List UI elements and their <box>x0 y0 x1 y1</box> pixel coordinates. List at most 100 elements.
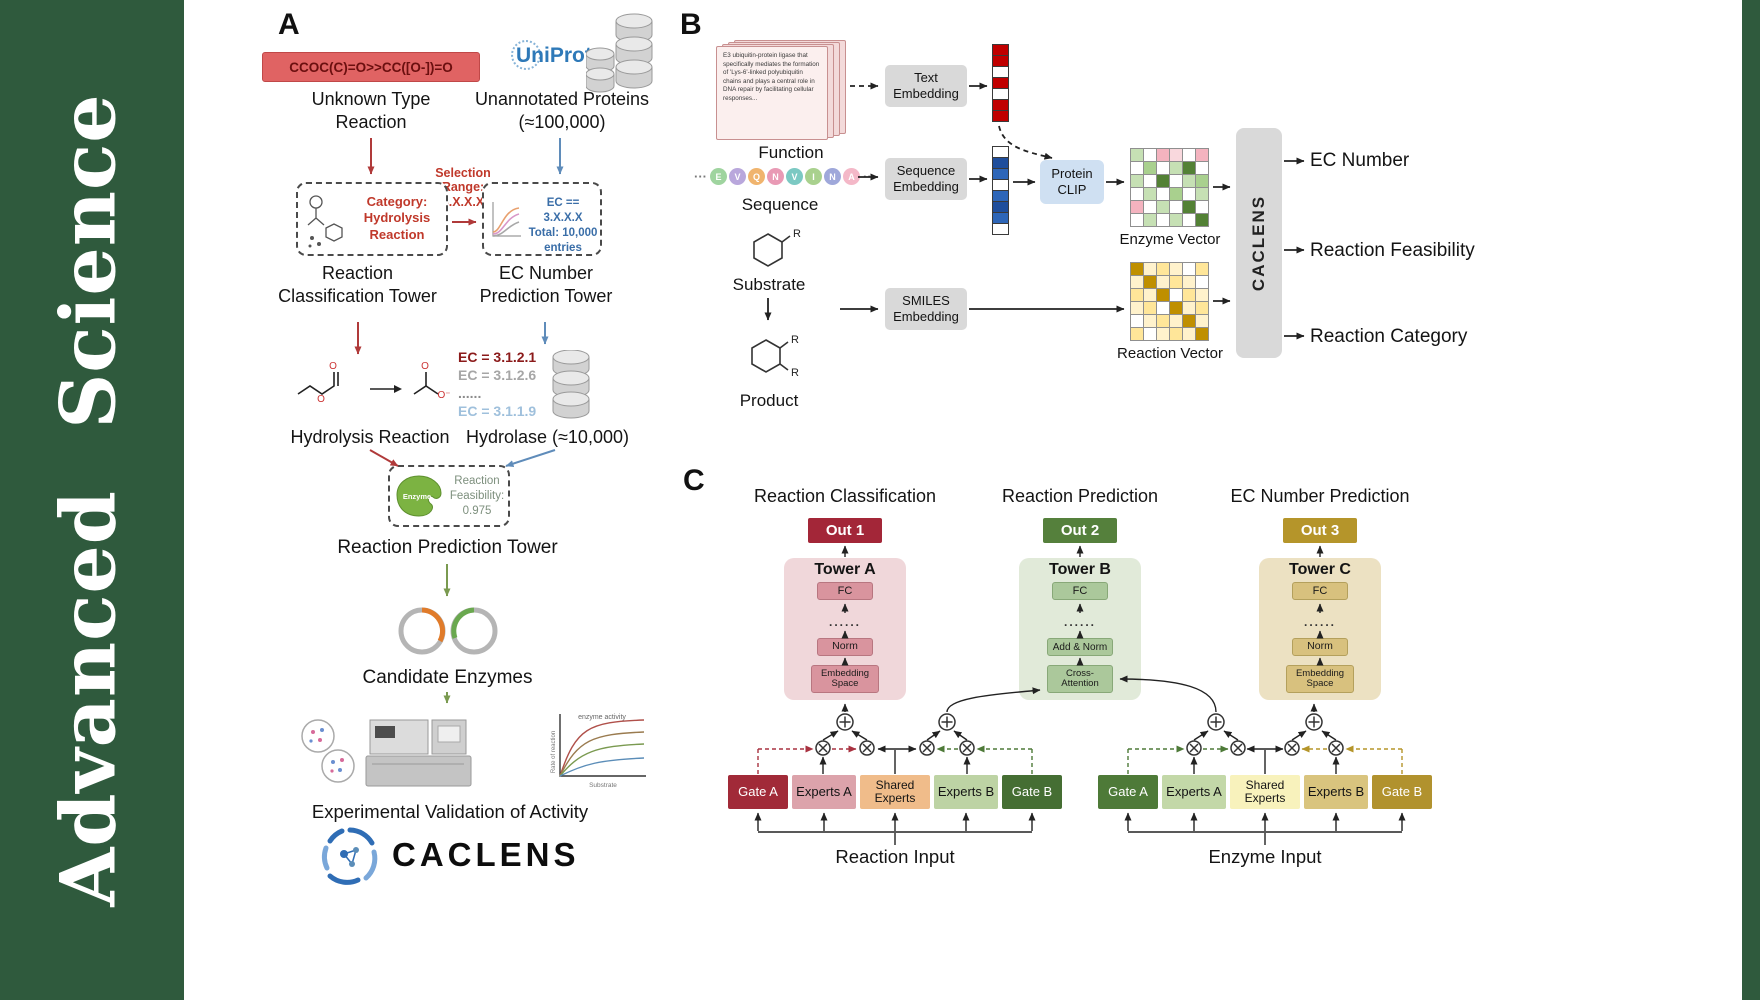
unknown-reaction-label: Unknown Type Reaction <box>311 89 431 132</box>
uniprot-logo: UniProt <box>516 44 592 67</box>
gate-a-left-box: Gate A <box>728 775 788 809</box>
ec-list-item: EC = 3.1.2.6 <box>458 367 537 383</box>
reaction-vector-label: Reaction Vector <box>1117 345 1223 362</box>
enzyme-icon-label: Enzyme <box>403 492 431 501</box>
database-stack-icon <box>586 13 653 93</box>
hydrolase-label: Hydrolase (≈10,000) <box>466 427 629 447</box>
ec-list-item: ...... <box>458 385 482 401</box>
gate-b-left-box: Gate B <box>1002 775 1062 809</box>
svg-text:O: O <box>317 394 325 405</box>
text-embedding-box: Text Embedding <box>885 65 967 107</box>
out3-box: Out 3 <box>1283 518 1357 543</box>
tower-b-dots: ...... <box>1063 615 1096 629</box>
product-r-label: R <box>791 367 799 379</box>
experts-a-right-box: Experts A <box>1162 775 1226 809</box>
experts-b-left-box: Experts B <box>934 775 998 809</box>
column-title-reaction-prediction: Reaction Prediction <box>1001 486 1159 506</box>
shared-experts-left-box: Shared Experts <box>860 775 930 809</box>
function-card-text: E3 ubiquitin-protein ligase that specifi… <box>716 46 828 140</box>
ellipsis-left: ··· <box>694 169 707 184</box>
tower-b-cross-attention-box: Cross-Attention <box>1047 665 1113 693</box>
feasibility-label: Reaction Feasibility: 0.975 <box>449 475 505 517</box>
enzyme-vector-label: Enzyme Vector <box>1119 231 1221 248</box>
output-ec-number: EC Number <box>1310 150 1410 171</box>
enzyme-input-label: Enzyme Input <box>1208 846 1322 867</box>
product-r-label: R <box>791 334 799 346</box>
caclens-logo-icon <box>321 827 378 885</box>
uniprot-ring-icon <box>511 40 541 70</box>
tower-a-dots: ...... <box>828 615 861 629</box>
reaction-input-label: Reaction Input <box>835 846 955 867</box>
journal-sidebar: Advanced Science <box>0 0 184 1000</box>
plasmid-icons <box>398 607 498 655</box>
tower-c-label: Tower C <box>1289 561 1351 578</box>
tower-a-embedding-space-box: Embedding Space <box>811 665 879 693</box>
out1-box: Out 1 <box>808 518 882 543</box>
right-green-strip <box>1742 0 1760 1000</box>
product-label: Product <box>739 391 799 410</box>
validation-illustration: enzyme activity Substrate Rate of reacti… <box>301 714 646 789</box>
sequence-label: Sequence <box>741 195 819 214</box>
panel-c-label: C <box>683 464 705 497</box>
protein-clip-box: Protein CLIP <box>1040 160 1104 204</box>
tower-c-embedding-space-box: Embedding Space <box>1286 665 1354 693</box>
substrate-r-label: R <box>793 228 801 240</box>
svg-text:O⁻: O⁻ <box>437 390 450 401</box>
ec-list-item: EC = 3.1.1.9 <box>458 403 537 419</box>
hydrolysis-reaction-structures: O O O O⁻ <box>297 361 451 405</box>
shared-experts-right-box: Shared Experts <box>1230 775 1300 809</box>
panel-b-label: B <box>680 8 702 41</box>
experimental-validation-label: Experimental Validation of Activity <box>311 801 589 822</box>
ec-list-item: EC = 3.1.2.1 <box>458 349 537 365</box>
reaction-vector-grid <box>1130 262 1209 341</box>
enzyme-vector-grid <box>1130 148 1209 227</box>
ec-tower-label: EC Number Prediction Tower <box>479 263 613 306</box>
svg-text:O: O <box>329 361 337 372</box>
text-vector <box>992 44 1009 122</box>
feasibility-box: Enzyme Reaction Feasibility: 0.975 <box>388 465 510 527</box>
caclens-wordmark: CACLENS <box>392 836 580 873</box>
experts-a-left-box: Experts A <box>792 775 856 809</box>
category-label: Category: Hydrolysis Reaction <box>363 194 431 242</box>
enzyme-icon: Enzyme <box>396 475 442 517</box>
out2-box: Out 2 <box>1043 518 1117 543</box>
svg-text:O: O <box>421 361 429 372</box>
hydrolysis-reaction-label: Hydrolysis Reaction <box>290 427 450 447</box>
smiles-box: CCOC(C)=O>>CC([O-])=O <box>262 52 480 82</box>
ellipsis-right: ··· <box>863 169 876 184</box>
curves-icon <box>492 202 521 237</box>
experts-b-right-box: Experts B <box>1304 775 1368 809</box>
candidate-enzymes-label: Candidate Enzymes <box>362 667 533 688</box>
tower-c-fc-box: FC <box>1292 582 1348 600</box>
gate-a-right-box: Gate A <box>1098 775 1158 809</box>
column-title-ec-number-prediction: EC Number Prediction <box>1230 486 1410 506</box>
function-cards: E3 ubiquitin-protein ligase that specifi… <box>716 40 868 142</box>
panel-a-label: A <box>278 8 300 41</box>
tower-b-fc-box: FC <box>1052 582 1108 600</box>
ec-filter-box: EC == 3.X.X.X Total: 10,000 entries <box>482 182 602 256</box>
reaction-classification-box: Category: Hydrolysis Reaction <box>296 182 448 256</box>
tower-b-add-norm-box: Add & Norm <box>1047 638 1113 656</box>
caclens-model-box: CACLENS <box>1236 128 1282 358</box>
ec-filter-label: EC == 3.X.X.X Total: 10,000 entries <box>528 197 598 254</box>
panel-c-operator-nodes <box>815 713 1344 756</box>
tower-c-dots: ...... <box>1303 615 1336 629</box>
column-title-reaction-classification: Reaction Classification <box>753 486 937 506</box>
output-reaction-category: Reaction Category <box>1310 326 1468 347</box>
product-molecule: R R <box>751 334 799 379</box>
tower-a-norm-box: Norm <box>817 638 873 656</box>
substrate-label: Substrate <box>732 275 806 294</box>
substrate-molecule: R <box>753 228 801 267</box>
unannotated-proteins-label: Unannotated Proteins (≈100,000) <box>474 89 650 132</box>
prediction-tower-label: Reaction Prediction Tower <box>337 537 558 558</box>
graph-y-label: Rate of reaction <box>551 731 557 773</box>
tower-a-fc-box: FC <box>817 582 873 600</box>
graph-title: enzyme activity <box>578 714 626 721</box>
caclens-model-label: CACLENS <box>1249 194 1268 292</box>
hydrolase-database-icon <box>552 350 590 419</box>
sequence-embedding-box: Sequence Embedding <box>885 158 967 200</box>
journal-title: Advanced Science <box>43 93 133 907</box>
gate-b-right-box: Gate B <box>1372 775 1432 809</box>
